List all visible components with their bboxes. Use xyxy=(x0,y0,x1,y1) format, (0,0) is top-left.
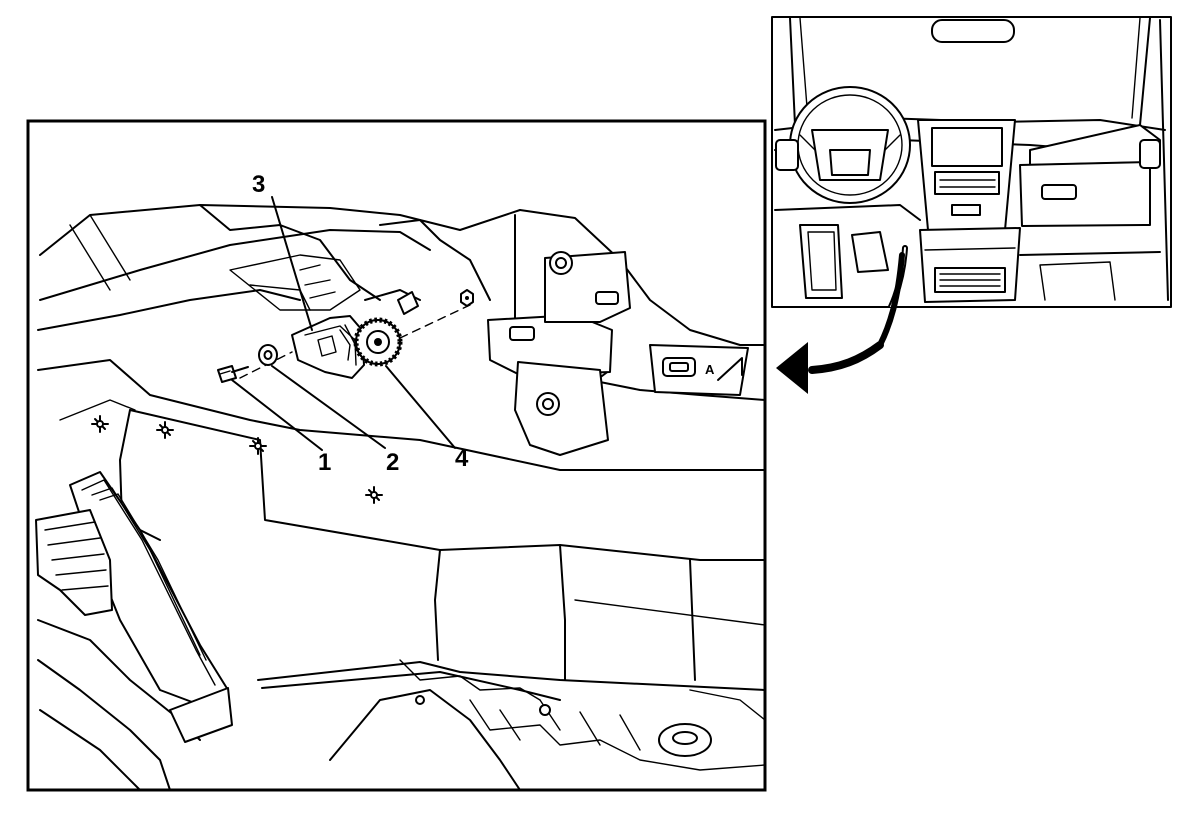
steering-wheel xyxy=(789,86,911,204)
view-marker: A xyxy=(705,362,715,377)
screw-icon xyxy=(460,289,474,307)
clip-marker xyxy=(156,421,174,439)
clip-markers xyxy=(91,415,383,504)
callout-2: 2 xyxy=(386,449,399,476)
center-console xyxy=(917,119,1021,303)
locator-inset xyxy=(771,16,1172,394)
clip-marker xyxy=(91,415,109,433)
callout-3: 3 xyxy=(252,171,265,198)
screw-icon xyxy=(217,365,249,383)
rearview-mirror xyxy=(931,19,1015,43)
clip-marker xyxy=(249,437,267,455)
dash-structure xyxy=(37,204,765,456)
leader-lines xyxy=(231,196,456,451)
arrow-head-icon xyxy=(776,342,808,394)
locator-inset-frame xyxy=(771,16,1172,308)
arrow-shaft xyxy=(877,252,905,348)
arrow-tail xyxy=(808,341,884,374)
accelerator-pedal xyxy=(35,471,233,790)
detail-view-frame xyxy=(26,119,767,792)
clip-marker xyxy=(365,486,383,504)
callout-4: 4 xyxy=(455,445,469,472)
actuator-assembly xyxy=(217,289,474,383)
callout-1: 1 xyxy=(318,449,331,476)
detail-view: 1 2 3 4 A xyxy=(26,119,767,792)
